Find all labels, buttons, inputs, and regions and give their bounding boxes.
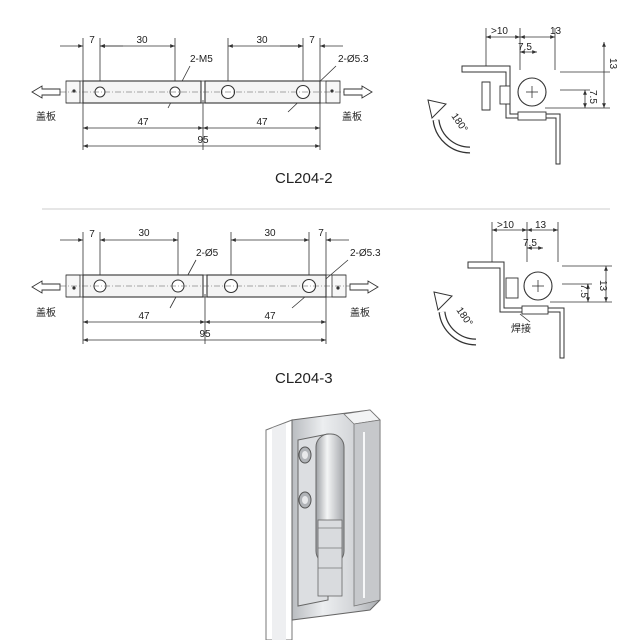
- cl204-2-pitch-left-dim: 30: [136, 35, 148, 46]
- cl204-3-rotation-label: 180°: [454, 305, 475, 328]
- cl204-2-half-left-dim: 47: [137, 117, 149, 128]
- cl204-3-hinge-width-dim: 7.5: [523, 238, 537, 249]
- cl204-2-edge-right-dim: 7: [309, 35, 315, 46]
- cl204-2-overall-dim: 95: [197, 135, 209, 146]
- cl204-3-side-label-right: 盖板: [350, 306, 370, 319]
- cl204-2-rotation-arrow-icon: [427, 99, 447, 119]
- cl204-3-edge-right-dim: 7: [318, 228, 324, 239]
- cl204-2-rotation-label: 180°: [449, 111, 470, 134]
- cl204-3-rotation-arrow-icon: [433, 291, 453, 311]
- cl204-3-left-arrow-icon: [31, 280, 61, 294]
- cl204-2-offset-dim: >10: [491, 26, 508, 37]
- cl204-2-half-right-dim: 47: [256, 117, 268, 128]
- cl204-3-half-right-dim: 47: [264, 311, 276, 322]
- cl204-2-side-label-left: 盖板: [36, 110, 56, 123]
- cl204-3-edge-left-dim: 7: [89, 229, 95, 240]
- cl204-2-width-dim: 13: [550, 26, 562, 37]
- cl204-3-height-dim: 13: [597, 280, 608, 292]
- cl204-3-pitch-right-dim: 30: [264, 228, 276, 239]
- cl204-2-height-dim: 13: [607, 58, 618, 70]
- cl204-3-threaded-hole-label: 2-Ø5: [196, 248, 219, 259]
- cl204-3-right-arrow-icon: [349, 280, 379, 294]
- cl204-2-title: CL204-2: [275, 170, 333, 187]
- cl204-2-hinge-width-dim: 7.5: [518, 42, 532, 53]
- cl204-2-edge-left-dim: 7: [89, 35, 95, 46]
- cl204-3-title: CL204-3: [275, 370, 333, 387]
- cl204-2-side-view: >10 13 7.5 13 7.5 180°: [427, 26, 618, 165]
- cl204-3-through-hole-label: 2-Ø5.3: [350, 248, 381, 259]
- cl204-3-width-dim: 13: [535, 220, 547, 231]
- cl204-2-through-hole-label: 2-Ø5.3: [338, 54, 369, 65]
- cl204-3-bent-plate: [467, 261, 565, 359]
- cl204-3-overall-dim: 95: [199, 329, 211, 340]
- cl204-2-side-label-right: 盖板: [342, 110, 362, 123]
- cl204-2-pitch-right-dim: 30: [256, 35, 268, 46]
- cl204-3-side-label-left: 盖板: [36, 306, 56, 319]
- cl204-2-threaded-hole-label: 2-M5: [190, 54, 213, 65]
- cl204-3-side-view: >10 13 7.5 13 7.5 焊接 180°: [433, 220, 612, 359]
- cl204-2-top-view: 7 30 30 7 2-M5 2-Ø5.3 盖板 盖板 47 47 95: [31, 35, 373, 150]
- cl204-3-weld-note: 焊接: [511, 322, 531, 335]
- cl204-2-right-arrow-icon: [343, 85, 373, 99]
- cl204-3-half-left-dim: 47: [138, 311, 150, 322]
- cl204-3-top-view: 7 30 30 7 2-Ø5 2-Ø5.3 盖板 盖板 47 47 95: [31, 228, 381, 344]
- cl204-2-left-arrow-icon: [31, 85, 61, 99]
- hinge-3d-illustration: [265, 409, 381, 640]
- cl204-3-hinge-height-dim: 7.5: [578, 284, 589, 298]
- cl204-2-hinge-height-dim: 7.5: [587, 90, 598, 104]
- cl204-3-pitch-left-dim: 30: [138, 228, 150, 239]
- cl204-3-offset-dim: >10: [497, 220, 514, 231]
